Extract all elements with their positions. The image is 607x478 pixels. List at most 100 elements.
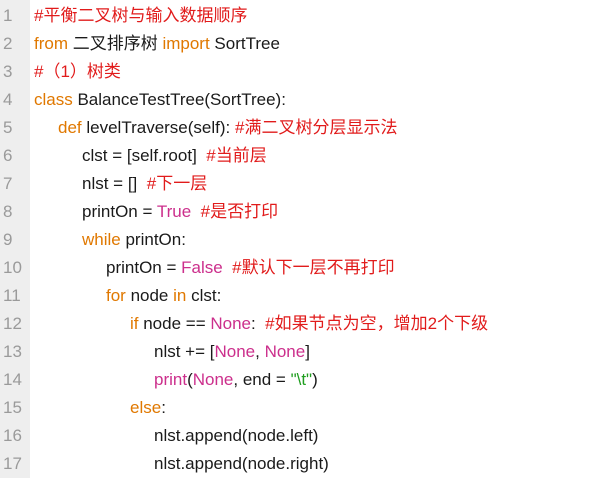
code-token: None (264, 342, 306, 361)
code-token: 二叉排序树 (68, 34, 163, 53)
code-line[interactable]: 10 printOn = False #默认下一层不再打印 (0, 254, 607, 282)
line-number: 7 (3, 174, 13, 193)
code-line[interactable]: 11 for node in clst: (0, 282, 607, 310)
code-text: nlst += [None, None] (154, 338, 310, 366)
code-line[interactable]: 1 #平衡二叉树与输入数据顺序 (0, 2, 607, 30)
code-token: #下一层 (146, 174, 208, 193)
line-number: 6 (3, 146, 13, 165)
code-token: None (214, 342, 256, 361)
code-token: clst = [self.root] (82, 146, 207, 165)
code-token: "\t" (290, 370, 313, 389)
code-token: False (181, 258, 223, 277)
code-token: nlst.append(node.left) (154, 426, 319, 445)
line-number: 11 (3, 286, 21, 305)
code-token: True (156, 202, 192, 221)
code-token: from (34, 34, 68, 53)
code-token: BalanceTestTree(SortTree): (72, 90, 286, 109)
code-text: class BalanceTestTree(SortTree): (34, 86, 286, 114)
code-text: for node in clst: (106, 282, 221, 310)
code-token: node (125, 286, 174, 305)
code-token: None (192, 370, 234, 389)
line-number: 4 (3, 90, 13, 109)
code-token: #如果节点为空，增加2个下级 (265, 314, 489, 333)
code-token: printOn = (106, 258, 182, 277)
code-token: levelTraverse(self): (81, 118, 235, 137)
code-token: , (255, 342, 265, 361)
code-token: #平衡二叉树与输入数据顺序 (34, 6, 248, 25)
code-token: while (82, 230, 121, 249)
code-line[interactable]: 2 from 二叉排序树 import SortTree (0, 30, 607, 58)
code-token: , end = (233, 370, 291, 389)
code-token (223, 258, 232, 277)
code-line[interactable]: 15 else: (0, 394, 607, 422)
code-token: : (250, 314, 266, 333)
line-number: 16 (3, 426, 22, 445)
line-number: 8 (3, 202, 13, 221)
code-line[interactable]: 14 print(None, end = "\t") (0, 366, 607, 394)
code-text: printOn = False #默认下一层不再打印 (106, 254, 395, 282)
line-number: 17 (3, 454, 22, 473)
line-number: 15 (3, 398, 22, 417)
code-token: #满二叉树分层显示法 (235, 118, 398, 137)
line-number: 1 (3, 6, 13, 25)
code-text: print(None, end = "\t") (154, 366, 318, 394)
code-line[interactable]: 4 class BalanceTestTree(SortTree): (0, 86, 607, 114)
code-text: while printOn: (82, 226, 186, 254)
code-text: clst = [self.root] #当前层 (82, 142, 267, 170)
code-line[interactable]: 6 clst = [self.root] #当前层 (0, 142, 607, 170)
code-line[interactable]: 17 nlst.append(node.right) (0, 450, 607, 478)
code-token: : (161, 398, 166, 417)
code-token: SortTree (209, 34, 280, 53)
code-line[interactable]: 5 def levelTraverse(self): #满二叉树分层显示法 (0, 114, 607, 142)
code-line[interactable]: 8 printOn = True #是否打印 (0, 198, 607, 226)
code-token: #（1）树类 (34, 62, 121, 81)
line-number: 5 (3, 118, 13, 137)
code-token: nlst.append(node.right) (154, 454, 329, 473)
code-token: clst: (186, 286, 222, 305)
line-number: 9 (3, 230, 13, 249)
line-number: 10 (3, 258, 22, 277)
line-number-gutter (0, 0, 30, 478)
code-line[interactable]: 3 #（1）树类 (0, 58, 607, 86)
code-token: node == (138, 314, 211, 333)
code-token: for (106, 286, 126, 305)
code-token: import (162, 34, 210, 53)
code-token: None (210, 314, 251, 333)
code-token: else (130, 398, 162, 417)
code-line[interactable]: 12 if node == None: #如果节点为空，增加2个下级 (0, 310, 607, 338)
line-number: 2 (3, 34, 13, 53)
code-text: def levelTraverse(self): #满二叉树分层显示法 (58, 114, 397, 142)
code-text: nlst.append(node.right) (154, 450, 329, 478)
code-text: from 二叉排序树 import SortTree (34, 30, 280, 58)
line-number: 3 (3, 62, 13, 81)
code-text: #（1）树类 (34, 58, 121, 86)
code-token: ( (187, 370, 193, 389)
code-token: printOn = (82, 202, 157, 221)
code-token: def (58, 118, 82, 137)
line-number: 12 (3, 314, 22, 333)
line-number: 14 (3, 370, 22, 389)
code-token: printOn: (120, 230, 186, 249)
code-text: printOn = True #是否打印 (82, 198, 278, 226)
code-token: ) (312, 370, 318, 389)
code-token: #默认下一层不再打印 (232, 258, 395, 277)
code-token: #是否打印 (200, 202, 279, 221)
line-number: 13 (3, 342, 22, 361)
code-line[interactable]: 9 while printOn: (0, 226, 607, 254)
code-text: else: (130, 394, 166, 422)
code-token: in (173, 286, 187, 305)
code-token: if (130, 314, 139, 333)
code-text: #平衡二叉树与输入数据顺序 (34, 2, 247, 30)
code-token: ] (305, 342, 310, 361)
code-text: if node == None: #如果节点为空，增加2个下级 (130, 310, 488, 338)
code-token: #当前层 (206, 146, 267, 165)
code-line[interactable]: 16 nlst.append(node.left) (0, 422, 607, 450)
code-token (191, 202, 200, 221)
code-token: nlst += [ (154, 342, 215, 361)
code-token: class (34, 90, 73, 109)
code-text: nlst.append(node.left) (154, 422, 318, 450)
